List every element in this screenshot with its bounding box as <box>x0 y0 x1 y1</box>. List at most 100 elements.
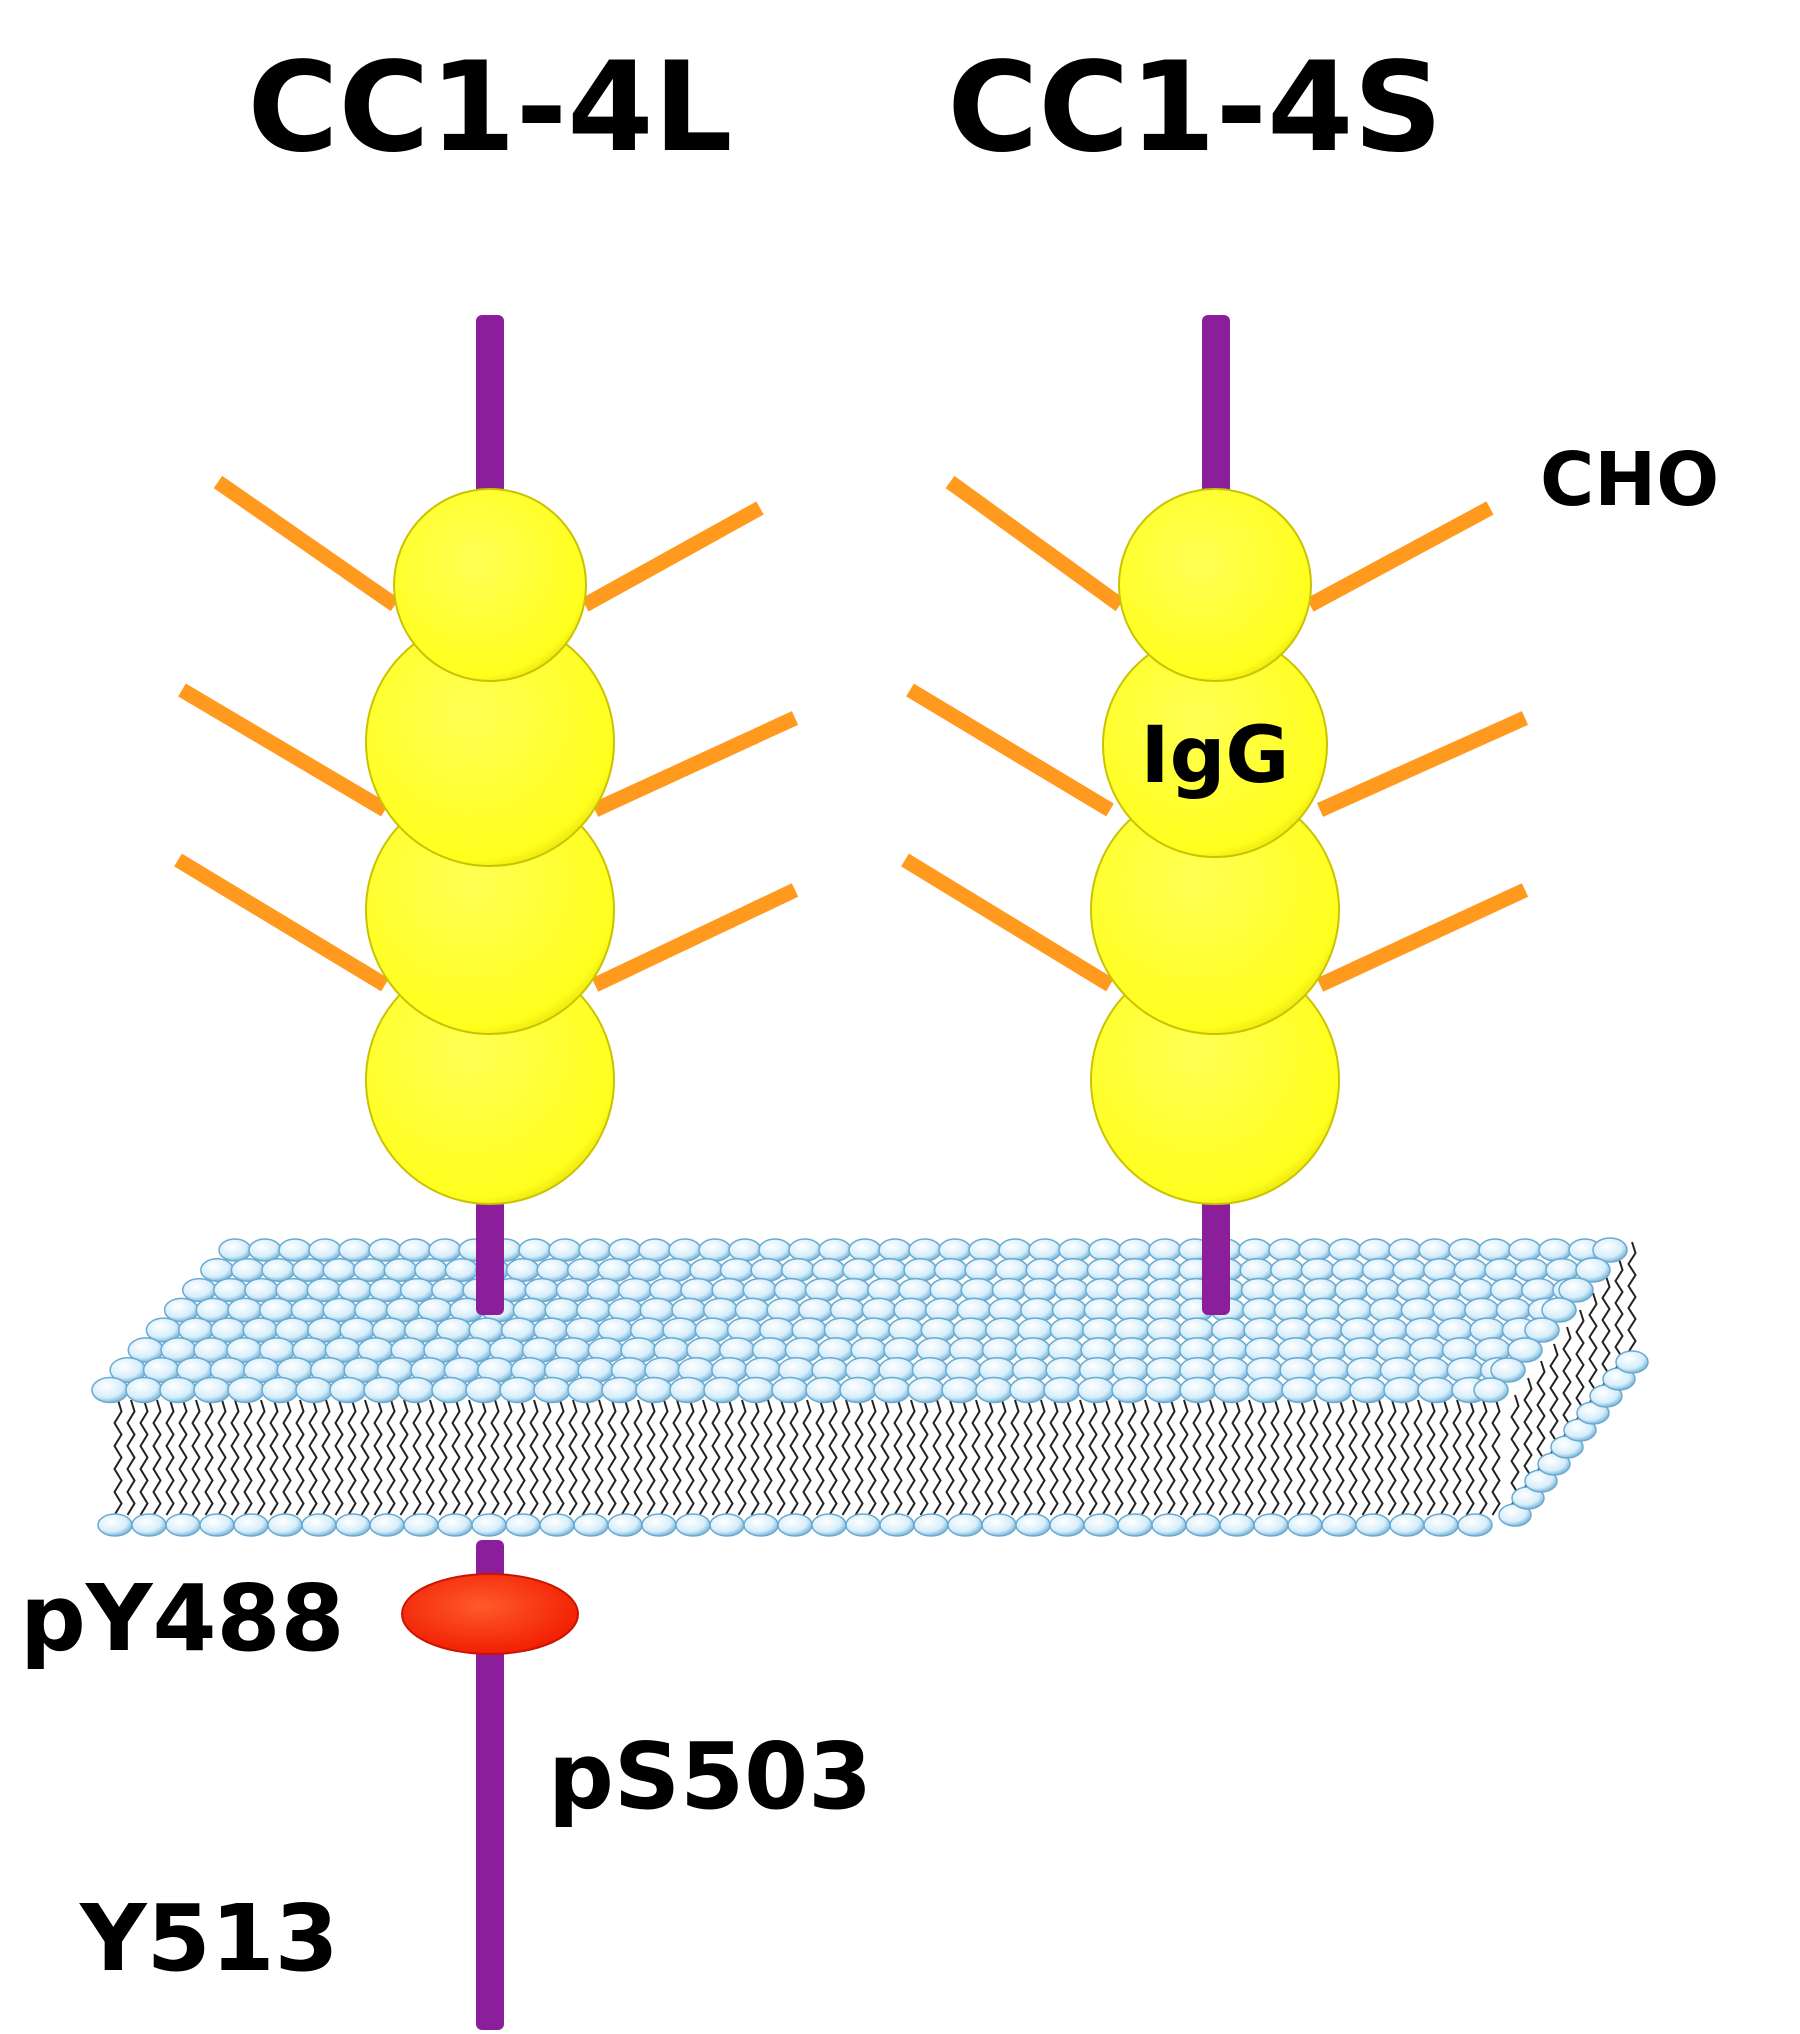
lipid-tail <box>1467 1400 1474 1515</box>
lipid-tail <box>323 1400 330 1515</box>
lipid-tail <box>1090 1400 1097 1515</box>
lipid-tail <box>739 1400 746 1515</box>
lipid-tail <box>635 1400 642 1515</box>
lipid-head <box>1418 1378 1454 1403</box>
lipid-head <box>194 1378 230 1403</box>
lipid-tail <box>1233 1400 1240 1515</box>
lipid-head <box>609 1239 641 1261</box>
lipid-tail <box>401 1400 408 1515</box>
lipid-head <box>574 1514 608 1536</box>
lipid-tail <box>1129 1400 1136 1515</box>
lipid-head <box>398 1378 434 1403</box>
lipid-head <box>642 1514 676 1536</box>
lipid-head <box>812 1514 846 1536</box>
lipid-tail <box>869 1400 876 1515</box>
lipid-head <box>639 1239 671 1261</box>
lipid-tail <box>388 1400 395 1515</box>
cc1-4l-title: CC1-4L <box>247 36 732 180</box>
lipid-tail <box>284 1400 291 1515</box>
lipid-head <box>996 1259 1029 1281</box>
lipid-tail <box>1350 1400 1357 1515</box>
lipid-tail <box>1493 1400 1500 1515</box>
lipid-tail <box>193 1400 200 1515</box>
lipid-tail <box>1311 1400 1318 1515</box>
lipid-head <box>636 1378 672 1403</box>
lipid-head <box>699 1239 731 1261</box>
lipid-head <box>608 1514 642 1536</box>
lipid-head <box>1119 1239 1151 1261</box>
lipid-head <box>92 1378 128 1403</box>
lipid-head <box>1329 1239 1361 1261</box>
lipid-head <box>166 1514 200 1536</box>
lipid-head <box>429 1239 461 1261</box>
py488-phospho-site <box>402 1574 578 1654</box>
lipid-head <box>1254 1514 1288 1536</box>
cho-label: CHO <box>1540 437 1719 523</box>
lipid-head <box>914 1514 948 1536</box>
lipid-tail <box>1480 1400 1487 1515</box>
lipid-tail <box>830 1400 837 1515</box>
cc1-4s-title: CC1-4S <box>947 36 1442 180</box>
lipid-head <box>219 1239 251 1261</box>
lipid-head <box>837 1279 870 1302</box>
lipid-head <box>759 1239 791 1261</box>
lipid-head <box>549 1239 581 1261</box>
ig-domain <box>1119 489 1311 681</box>
lipid-head <box>330 1378 366 1403</box>
lipid-head <box>1449 1239 1481 1261</box>
lipid-tail <box>843 1400 850 1515</box>
lipid-tail <box>362 1400 369 1515</box>
lipid-head <box>669 1239 701 1261</box>
lipid-tail <box>232 1400 239 1515</box>
lipid-tail <box>596 1400 603 1515</box>
lipid-head <box>1180 1378 1216 1403</box>
lipid-tail <box>1454 1400 1461 1515</box>
lipid-tail <box>1077 1400 1084 1515</box>
lipid-head <box>1149 1239 1181 1261</box>
lipid-head <box>874 1378 910 1403</box>
lipid-tail <box>908 1400 915 1515</box>
lipid-tail <box>999 1400 1006 1515</box>
lipid-head <box>336 1514 370 1536</box>
lipid-tail <box>453 1400 460 1515</box>
lipid-tail <box>895 1400 902 1515</box>
lipid-head <box>1299 1239 1331 1261</box>
lipid-tail <box>1259 1400 1266 1515</box>
lipid-head <box>782 1259 815 1281</box>
lipid-tail <box>1428 1400 1435 1515</box>
lipid-head <box>500 1378 536 1403</box>
lipid-head <box>1332 1259 1365 1281</box>
lipid-head <box>415 1259 448 1281</box>
lipid-tail <box>1285 1400 1292 1515</box>
lipid-tail <box>297 1400 304 1515</box>
lipid-head <box>1059 1239 1091 1261</box>
lipid-tail <box>1246 1400 1253 1515</box>
lipid-tail <box>206 1400 213 1515</box>
lipid-tail <box>1116 1400 1123 1515</box>
cc1-4s-transmembrane-chain <box>1202 1205 1230 1315</box>
lipid-head <box>1491 1279 1524 1302</box>
lipid-head <box>404 1514 438 1536</box>
lipid-head <box>880 1514 914 1536</box>
lipid-tail <box>1616 1259 1623 1369</box>
lipid-tail <box>661 1400 668 1515</box>
lipid-head <box>670 1378 706 1403</box>
lipid-tail <box>1402 1400 1409 1515</box>
lipid-head <box>438 1514 472 1536</box>
lipid-head <box>1269 1239 1301 1261</box>
lipid-head <box>1474 1378 1508 1402</box>
lipid-head <box>1078 1378 1114 1403</box>
lipid-head <box>1057 1259 1090 1281</box>
lipid-tail <box>1025 1400 1032 1515</box>
lipid-head <box>1454 1259 1487 1281</box>
lipid-head <box>364 1378 400 1403</box>
lipid-tail <box>349 1400 356 1515</box>
lipid-head <box>262 1259 295 1281</box>
lipid-head <box>1322 1514 1356 1536</box>
lipid-head <box>629 1259 662 1281</box>
lipid-tail <box>414 1400 421 1515</box>
lipid-head <box>1316 1378 1352 1403</box>
lipid-tail <box>583 1400 590 1515</box>
lipid-tail <box>1051 1400 1058 1515</box>
lipid-tail <box>1629 1242 1636 1352</box>
